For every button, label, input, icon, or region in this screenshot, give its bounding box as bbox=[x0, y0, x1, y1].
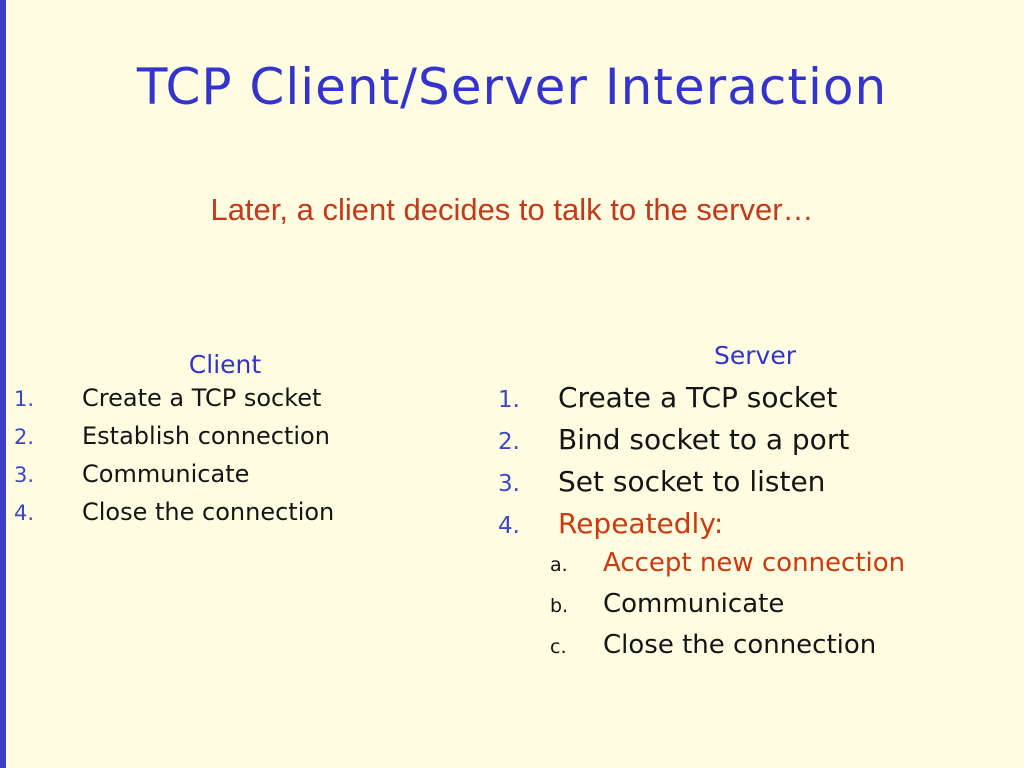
server-sublist-item-c: c. Close the connection bbox=[550, 630, 876, 660]
list-letter: a. bbox=[550, 554, 568, 576]
list-number: 2. bbox=[498, 429, 520, 455]
list-item-text: Bind socket to a port bbox=[558, 423, 850, 456]
list-item-text: Accept new connection bbox=[603, 548, 906, 578]
server-sublist-item-a: a. Accept new connection bbox=[550, 548, 905, 578]
list-number: 1. bbox=[498, 387, 520, 413]
server-list-item-4: 4. Repeatedly: bbox=[498, 507, 723, 540]
list-item-text: Create a TCP socket bbox=[82, 384, 322, 412]
list-number: 1. bbox=[14, 387, 35, 411]
server-sublist-item-b: b. Communicate bbox=[550, 589, 784, 619]
list-item-text: Establish connection bbox=[82, 422, 330, 450]
slide-subtitle: Later, a client decides to talk to the s… bbox=[210, 192, 814, 227]
list-number: 3. bbox=[14, 463, 35, 487]
list-item-text: Communicate bbox=[603, 589, 785, 619]
server-list-item-2: 2. Bind socket to a port bbox=[498, 423, 849, 456]
client-list-item-4: 4. Close the connection bbox=[14, 498, 334, 526]
list-number: 3. bbox=[498, 471, 520, 497]
client-heading: Client bbox=[188, 350, 262, 379]
slide-title: TCP Client/Server Interaction bbox=[136, 58, 888, 116]
client-list-item-2: 2. Establish connection bbox=[14, 422, 330, 450]
list-item-text: Communicate bbox=[82, 460, 250, 488]
server-list-item-3: 3. Set socket to listen bbox=[498, 465, 825, 498]
client-list-item-1: 1. Create a TCP socket bbox=[14, 384, 321, 412]
server-heading: Server bbox=[714, 341, 796, 370]
list-number: 2. bbox=[14, 425, 35, 449]
list-item-text: Set socket to listen bbox=[558, 465, 826, 498]
list-number: 4. bbox=[498, 513, 520, 539]
list-number: 4. bbox=[14, 501, 35, 525]
list-item-text: Close the connection bbox=[603, 630, 877, 660]
list-letter: b. bbox=[550, 595, 569, 617]
list-item-text: Repeatedly: bbox=[558, 507, 724, 540]
left-edge-stripe bbox=[0, 0, 6, 768]
server-list-item-1: 1. Create a TCP socket bbox=[498, 381, 837, 414]
list-item-text: Create a TCP socket bbox=[558, 381, 838, 414]
list-letter: c. bbox=[550, 636, 567, 658]
list-item-text: Close the connection bbox=[82, 498, 335, 526]
client-list-item-3: 3. Communicate bbox=[14, 460, 249, 488]
